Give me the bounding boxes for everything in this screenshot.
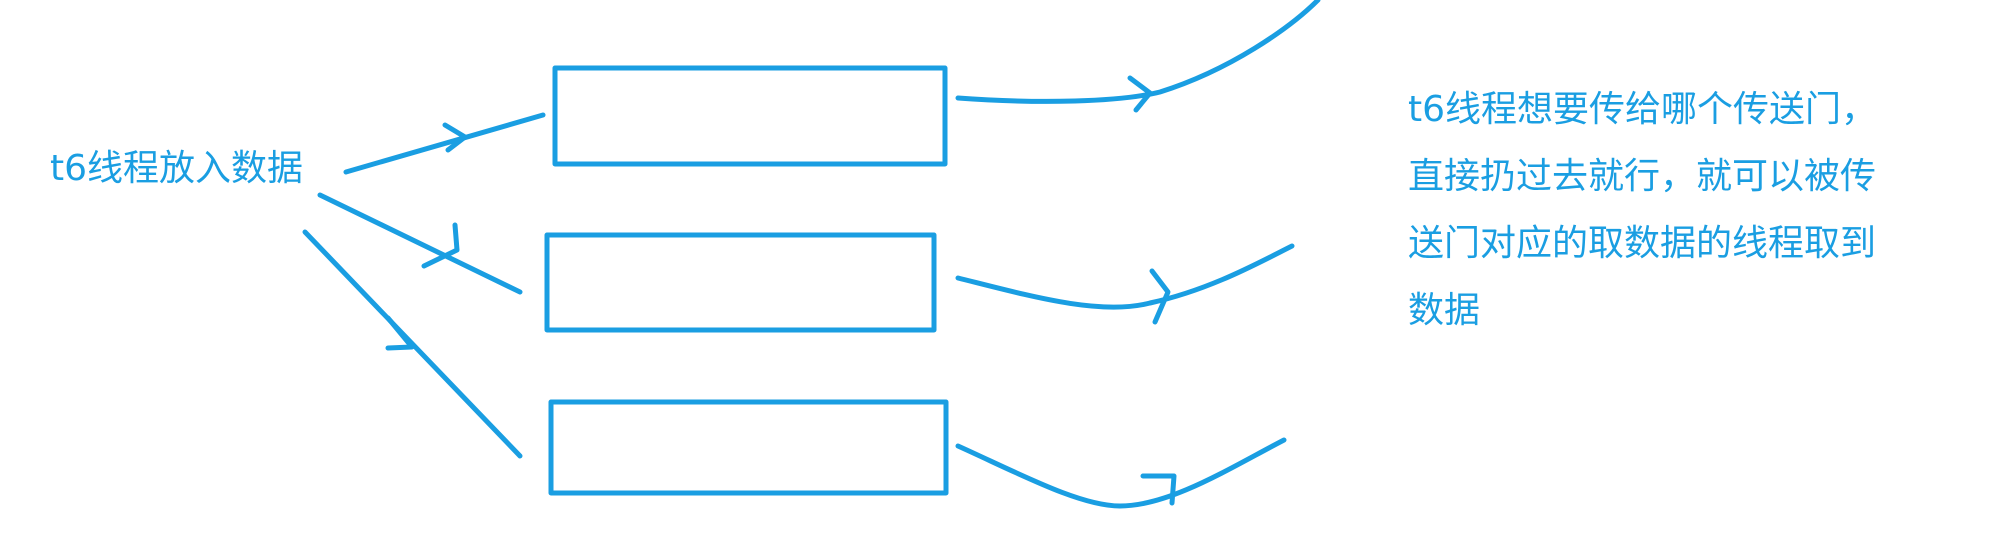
arrow-to-portal-2 bbox=[317, 192, 523, 295]
arrowhead-to-portal-3 bbox=[385, 315, 415, 351]
t6-thread-put-data-label: t6线程放入数据 bbox=[50, 148, 304, 189]
arrowhead-to-portal-2 bbox=[421, 222, 460, 269]
note-line-1: t6线程想要传给哪个传送门， bbox=[1408, 89, 1878, 130]
note-line-4: 数据 bbox=[1408, 290, 1481, 331]
note-line-2: 直接扔过去就行，就可以被传 bbox=[1408, 156, 1877, 197]
outgoing-curve-3 bbox=[955, 437, 1287, 509]
outgoing-curve-1-arrowhead bbox=[1127, 75, 1153, 113]
portal-box-1 bbox=[552, 65, 948, 167]
outgoing-curve-2-arrowhead bbox=[1149, 268, 1171, 325]
arrow-to-portal-1 bbox=[343, 112, 546, 175]
explanation-note: t6线程想要传给哪个传送门， 直接扔过去就行，就可以被传 送门对应的取数据的线程… bbox=[1408, 76, 1877, 344]
outgoing-curve-2 bbox=[955, 243, 1295, 310]
outgoing-curve-3-arrowhead bbox=[1140, 473, 1177, 506]
portal-box-3 bbox=[548, 399, 949, 496]
arrowhead-to-portal-1 bbox=[442, 122, 468, 153]
outgoing-curve-1 bbox=[955, 0, 1321, 104]
portal-box-2 bbox=[544, 232, 937, 333]
note-line-3: 送门对应的取数据的线程取到 bbox=[1408, 223, 1877, 264]
